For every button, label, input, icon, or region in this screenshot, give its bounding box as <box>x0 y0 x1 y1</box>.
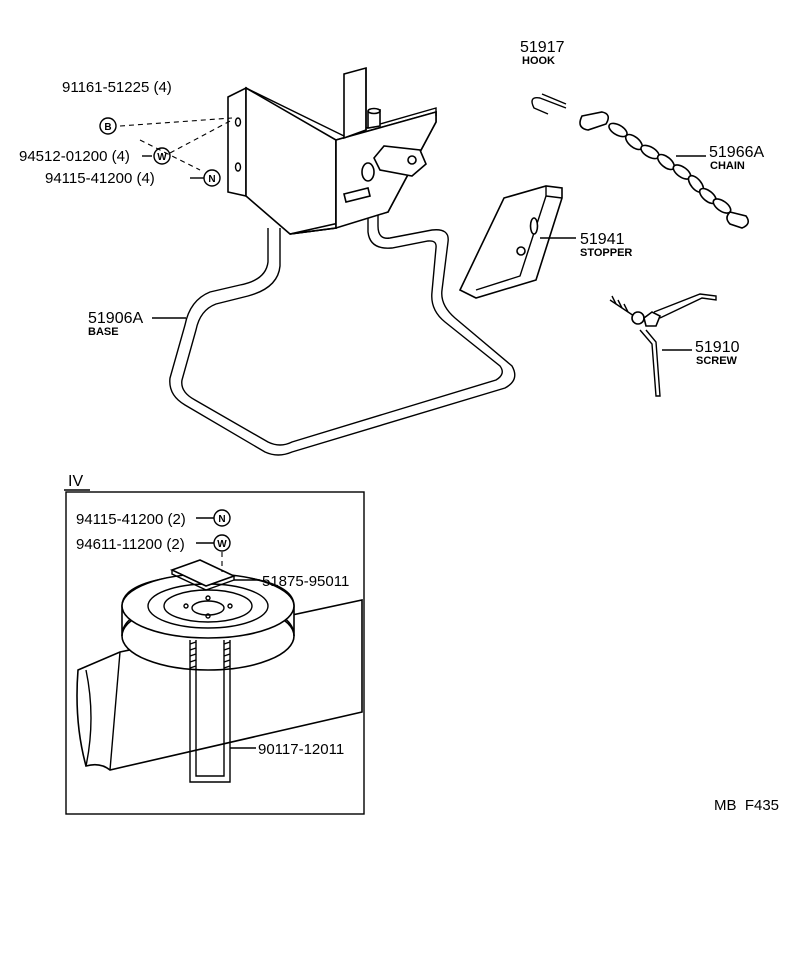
nut-leader <box>139 139 201 171</box>
washer-part-number: 94512-01200 (4) <box>19 148 130 165</box>
screw-part <box>609 293 717 397</box>
washer-leader <box>169 119 233 154</box>
base-part-number: 51906A <box>88 310 143 327</box>
base-wire-frame <box>169 205 516 456</box>
washer-symbol: W <box>157 152 167 163</box>
inset-plate-callout: 51875-95011 <box>234 573 349 590</box>
bolt-callout: 91161-51225 (4) B <box>62 79 172 135</box>
nut-part-number: 94115-41200 (4) <box>45 170 155 187</box>
bolt-part-number: 91161-51225 (4) <box>62 79 172 96</box>
inset-washer-symbol-icon <box>213 534 231 552</box>
inset-iv: IV 94115-41200 (2) N <box>64 473 365 815</box>
base-part-name: BASE <box>88 326 119 338</box>
stopper-callout: 51941 STOPPER <box>540 231 632 259</box>
washer-callout: 94512-01200 (4) W <box>19 147 171 165</box>
inset-plate-part-number: 51875-95011 <box>262 573 349 590</box>
washer-symbol-icon <box>153 147 171 165</box>
nut-symbol-icon <box>203 169 221 187</box>
stopper-part <box>458 185 563 299</box>
screw-part-name: SCREW <box>696 355 738 367</box>
inset-u-bolt-callout: 90117-12011 <box>230 741 344 758</box>
inset-nut-symbol: N <box>218 514 225 525</box>
chain-part-number: 51966A <box>709 144 764 161</box>
base-bracket <box>227 66 437 235</box>
bolt-symbol: B <box>104 122 111 133</box>
inset-frame <box>65 491 365 815</box>
hook-part-number: 51917 <box>520 39 565 56</box>
nut-symbol: N <box>208 174 215 185</box>
bolt-leader <box>119 117 233 127</box>
stopper-part-name: STOPPER <box>580 247 632 259</box>
stopper-part-number: 51941 <box>580 231 625 248</box>
bolt-symbol-icon <box>99 117 117 135</box>
chain-part-name: CHAIN <box>710 160 745 172</box>
screw-part-number: 51910 <box>695 339 740 356</box>
inset-u-bolt-part-number: 90117-12011 <box>258 741 344 758</box>
hook-part <box>531 93 567 115</box>
chain-callout: 51966A CHAIN <box>676 144 764 172</box>
screw-callout: 51910 SCREW <box>662 339 740 367</box>
chain-part <box>579 111 750 229</box>
inset-nut-part-number: 94115-41200 (2) <box>76 511 186 528</box>
base-callout: 51906A BASE <box>88 310 186 338</box>
nut-callout: 94115-41200 (4) N <box>45 169 221 187</box>
inset-nut-callout: 94115-41200 (2) N <box>76 509 231 528</box>
hook-part-name: HOOK <box>522 55 555 67</box>
inset-washer-part-number: 94611-11200 (2) <box>76 536 185 553</box>
inset-nut-symbol-icon <box>213 509 231 527</box>
inset-washer-symbol: W <box>217 539 227 550</box>
drawing-code: MB F435 <box>714 797 779 814</box>
inset-label: IV <box>68 473 83 490</box>
inset-washer-callout: 94611-11200 (2) W <box>76 534 231 553</box>
hook-callout: 51917 HOOK <box>520 39 565 67</box>
